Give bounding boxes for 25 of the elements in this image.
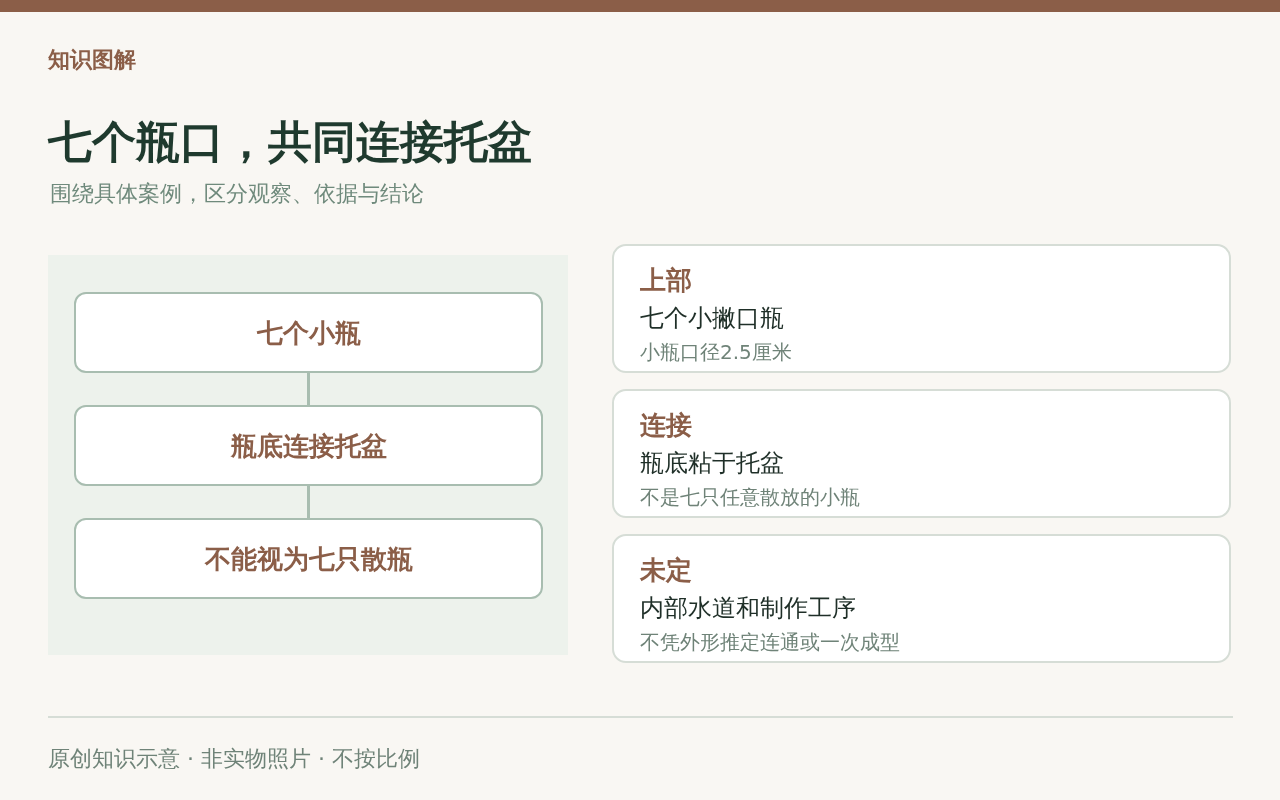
card-heading: 上部 [640, 264, 692, 297]
box-label: 七个小瓶 [256, 316, 361, 350]
info-card [612, 389, 1231, 518]
kicker-text: 知识图解 [48, 46, 136, 74]
box-label: 瓶底连接托盆 [230, 429, 387, 463]
card-note: 不凭外形推定连通或一次成型 [640, 629, 900, 656]
process-box [74, 405, 543, 486]
info-card [612, 244, 1231, 373]
info-card [612, 534, 1231, 663]
subtitle: 围绕具体案例，区分观察、依据与结论 [50, 180, 424, 208]
card-text: 七个小撇口瓶 [640, 303, 784, 334]
card-heading: 未定 [640, 554, 692, 587]
footer-note: 原创知识示意 · 非实物照片 · 不按比例 [48, 745, 420, 773]
connector-line [307, 486, 310, 518]
card-text: 内部水道和制作工序 [640, 593, 856, 624]
title: 七个瓶口，共同连接托盆 [48, 115, 532, 169]
background-panel [48, 255, 568, 655]
card-note: 不是七只任意散放的小瓶 [640, 484, 860, 511]
process-box [74, 518, 543, 599]
process-box [74, 292, 543, 373]
card-note: 小瓶口径2.5厘米 [640, 339, 792, 366]
connector-line [307, 373, 310, 405]
box-label: 不能视为七只散瓶 [204, 542, 413, 576]
card-text: 瓶底粘于托盆 [640, 448, 784, 479]
card-heading: 连接 [640, 409, 692, 442]
